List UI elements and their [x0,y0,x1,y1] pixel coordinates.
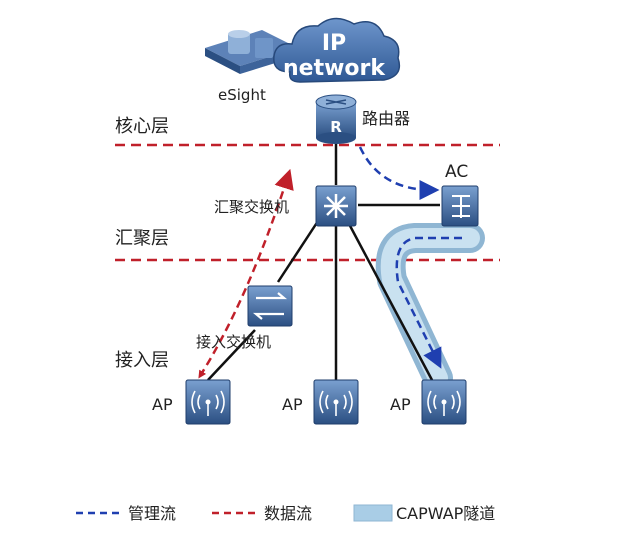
cloud-label-line2: network [283,56,386,81]
esight-server-icon [205,30,298,74]
legend-mgmt-label: 管理流 [128,504,176,523]
legend-data-label: 数据流 [264,504,312,523]
aggregation-switch-icon [315,185,357,227]
links [207,140,440,381]
ap-icon-1 [185,379,231,425]
layer-label-access: 接入层 [115,350,169,371]
ip-network-cloud-icon [273,17,401,83]
ap-icon-2 [313,379,359,425]
router-icon [315,94,357,144]
ap-icon-3 [421,379,467,425]
ac-controller-icon [441,185,479,227]
cloud-label-line1: IP [322,31,346,56]
data-flow [198,168,294,377]
ap-label-2: AP [282,395,303,414]
legend-tunnel-swatch [353,504,393,522]
management-flow-tunnel [395,236,462,369]
management-flow-router-ac [358,146,440,200]
layer-label-aggregation: 汇聚层 [115,228,169,249]
router-glyph: R [330,118,342,136]
layer-label-core: 核心层 [115,116,169,137]
ap-label-1: AP [152,395,173,414]
esight-label: eSight [218,86,266,104]
ac-label: AC [445,162,468,182]
ap-label-3: AP [390,395,411,414]
router-label: 路由器 [362,109,410,128]
legend: 管理流 数据流 CAPWAP隧道 [76,504,495,523]
aggregation-switch-label: 汇聚交换机 [214,198,289,216]
legend-tunnel-label: CAPWAP隧道 [396,504,495,523]
access-switch-label: 接入交换机 [196,333,271,351]
access-switch-icon [247,285,293,327]
